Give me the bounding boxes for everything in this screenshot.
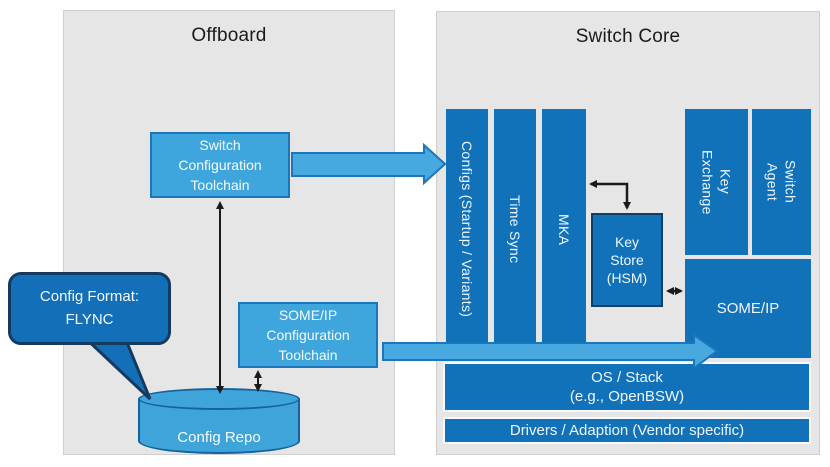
someip-label: SOME/IP bbox=[716, 299, 780, 317]
configs-startup-variants-label: Configs (Startup / Variants) bbox=[459, 141, 476, 318]
switch-configuration-toolchain-label: Switch Configuration Toolchain bbox=[178, 136, 262, 194]
drivers-adaption-label: Drivers / Adaption (Vendor specific) bbox=[509, 421, 745, 439]
someip-box: SOME/IP bbox=[685, 259, 811, 358]
drivers-adaption-bar: Drivers / Adaption (Vendor specific) bbox=[443, 417, 811, 444]
someip-configuration-toolchain-box: SOME/IP Configuration Toolchain bbox=[238, 302, 378, 368]
os-stack-label: OS / Stack (e.g., OpenBSW) bbox=[569, 368, 685, 406]
key-exchange-box: Key Exchange bbox=[685, 109, 748, 255]
switch-agent-box: Switch Agent bbox=[752, 109, 811, 255]
config-format-callout: Config Format: FLYNC bbox=[8, 272, 171, 345]
switch-agent-label: Switch Agent bbox=[764, 160, 799, 204]
time-sync-column: Time Sync bbox=[494, 109, 536, 350]
switch-configuration-toolchain-box: Switch Configuration Toolchain bbox=[150, 132, 290, 198]
mka-label: MKA bbox=[556, 213, 573, 246]
config-repo-cylinder-top bbox=[138, 388, 300, 410]
key-store-hsm-box: Key Store (HSM) bbox=[591, 213, 663, 307]
mka-column: MKA bbox=[542, 109, 586, 350]
config-repo-label: Config Repo bbox=[177, 429, 261, 446]
offboard-title: Offboard bbox=[191, 25, 267, 46]
key-store-hsm-label: Key Store (HSM) bbox=[606, 233, 648, 287]
time-sync-label: Time Sync bbox=[507, 195, 524, 264]
config-repo-cylinder: Config Repo bbox=[138, 388, 300, 454]
configs-startup-variants-column: Configs (Startup / Variants) bbox=[446, 109, 488, 350]
key-exchange-label: Key Exchange bbox=[699, 149, 734, 215]
switch-core-title: Switch Core bbox=[575, 26, 681, 47]
os-stack-bar: OS / Stack (e.g., OpenBSW) bbox=[443, 362, 811, 412]
someip-configuration-toolchain-label: SOME/IP Configuration Toolchain bbox=[266, 306, 350, 364]
config-format-callout-label: Config Format: FLYNC bbox=[39, 288, 140, 328]
